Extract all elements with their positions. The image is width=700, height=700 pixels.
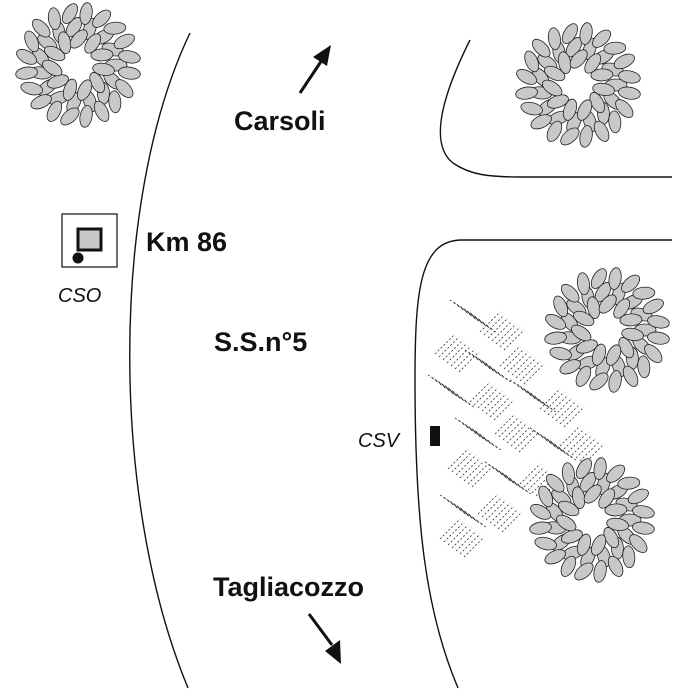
tree-canopy-icon bbox=[15, 2, 141, 128]
label-road: S.S.n°5 bbox=[214, 327, 308, 357]
label-kilometer: Km 86 bbox=[146, 227, 228, 257]
label-north-town: Carsoli bbox=[234, 106, 326, 136]
label-south-town: Tagliacozzo bbox=[213, 572, 365, 602]
road-left-edge bbox=[129, 32, 191, 689]
road-right-lower-edge bbox=[414, 239, 672, 689]
label-sensor-left: CSO bbox=[58, 285, 102, 307]
rectangle-sensor-icon bbox=[430, 426, 440, 446]
arrow-up-right-icon bbox=[298, 45, 331, 94]
arrow-down-right-icon bbox=[307, 613, 341, 664]
tree-canopy-icon bbox=[529, 457, 655, 583]
road-right-upper-edge bbox=[439, 39, 672, 178]
label-sensor-right: CSV bbox=[358, 430, 400, 452]
trees-group bbox=[15, 2, 670, 583]
square-sensor-icon bbox=[61, 213, 118, 268]
tree-canopy-icon bbox=[515, 22, 641, 148]
tree-canopy-icon bbox=[544, 267, 670, 393]
